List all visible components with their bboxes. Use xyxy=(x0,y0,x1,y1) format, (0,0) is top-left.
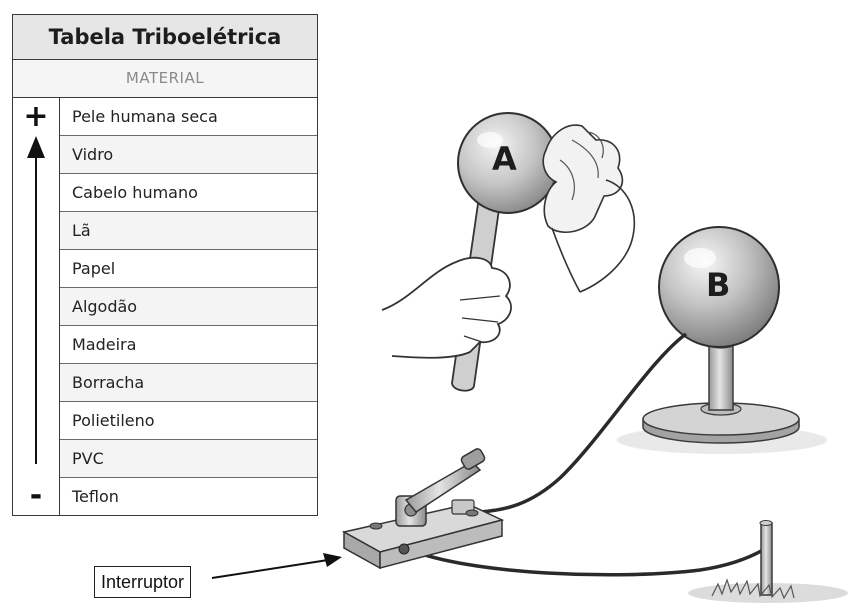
knife-switch xyxy=(341,448,505,570)
switch-label: Interruptor xyxy=(94,566,192,598)
sphere-b-highlight xyxy=(684,248,716,268)
material-row: Teflon xyxy=(72,487,119,506)
cloth xyxy=(542,124,624,234)
material-row: Algodão xyxy=(60,288,317,326)
wire-sphere-to-switch xyxy=(479,332,688,514)
material-row: Pele humana seca xyxy=(60,98,317,136)
hand-left xyxy=(381,256,512,359)
material-row: Borracha xyxy=(60,364,317,402)
hand-right-wrist xyxy=(579,179,636,293)
minus-icon: - xyxy=(29,478,43,513)
material-row: Madeira xyxy=(60,326,317,364)
material-row: Vidro xyxy=(60,136,317,174)
sphere-a-highlight xyxy=(477,132,503,148)
ground-rod xyxy=(711,520,795,600)
sphere-b-stand xyxy=(642,339,800,444)
table-title: Tabela Triboelétrica xyxy=(13,15,317,60)
triboelectric-table: Tabela Triboelétrica MATERIAL + - Pele h… xyxy=(12,14,318,516)
material-row: Papel xyxy=(60,250,317,288)
table-body: + - Pele humana seca Vidro Cabelo humano… xyxy=(13,98,317,515)
wire-switch-to-ground xyxy=(407,545,769,577)
material-row: PVC xyxy=(60,440,317,478)
material-list: Pele humana seca Vidro Cabelo humano Lã … xyxy=(60,98,317,515)
plus-icon: + xyxy=(23,99,49,134)
sphere-b-label: B xyxy=(706,266,731,304)
table-subtitle: MATERIAL xyxy=(13,60,317,98)
pointer-arrow-icon xyxy=(211,553,342,579)
sphere-a-label: A xyxy=(492,140,517,178)
material-row: Polietileno xyxy=(60,402,317,440)
material-row: Cabelo humano xyxy=(60,174,317,212)
charge-scale: + - xyxy=(13,98,60,515)
up-arrow-icon xyxy=(27,136,45,464)
material-row: Lã xyxy=(60,212,317,250)
